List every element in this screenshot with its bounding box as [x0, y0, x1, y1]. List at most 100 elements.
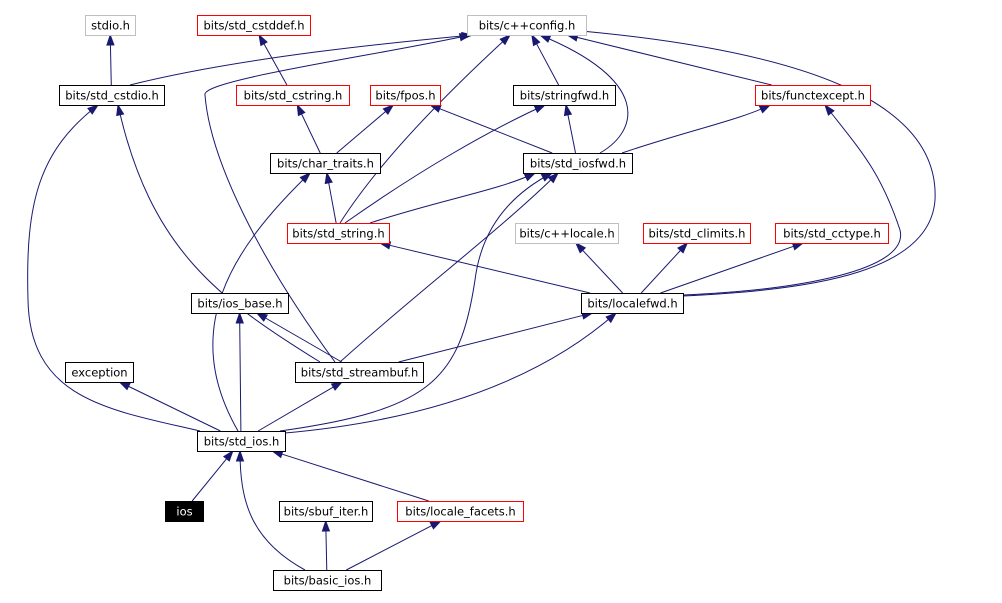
edge-std_iosfwd-to-functexcept-arrowhead	[758, 104, 772, 114]
node-box	[273, 570, 382, 591]
edge-basic_ios-to-locale_facets	[346, 525, 433, 571]
node-std-string[interactable]: bits/std_string.h	[287, 223, 390, 244]
node-box	[397, 501, 524, 522]
edge-std_string-to-stringfwd-arrowhead	[533, 104, 547, 114]
edge-std_streambuf-to-localefwd	[398, 314, 583, 363]
node-exception[interactable]: exception	[65, 362, 134, 383]
edge-std_ios-to-ios_base	[239, 322, 242, 432]
edge-basic_ios-to-sbuf_iter	[325, 530, 328, 571]
node-label: bits/std_ios.h	[204, 435, 280, 449]
node-label: bits/std_string.h	[292, 227, 384, 241]
node-stdio[interactable]: stdio.h	[85, 15, 136, 36]
node-locale-facets[interactable]: bits/locale_facets.h	[397, 501, 524, 522]
node-std-ios[interactable]: bits/std_ios.h	[197, 431, 286, 452]
node-label: stdio.h	[91, 19, 130, 33]
node-box	[191, 293, 289, 314]
node-label: ios	[176, 505, 192, 519]
node-label: bits/std_streambuf.h	[301, 366, 418, 380]
node-functexcept[interactable]: bits/functexcept.h	[755, 85, 871, 106]
node-box	[523, 153, 633, 174]
edge-ios-to-std_ios	[191, 458, 227, 502]
node-box	[370, 85, 441, 106]
nodes-layer: stdio.h bits/std_cstddef.h bits/c++config.…	[59, 15, 889, 591]
node-std-iosfwd[interactable]: bits/std_iosfwd.h	[523, 153, 633, 174]
edge-std_streambuf-to-std_iosfwd	[339, 172, 559, 363]
node-std-cstring[interactable]: bits/std_cstring.h	[236, 85, 350, 106]
edge-std_cstring-to-std_cstddef-arrowhead	[258, 33, 268, 47]
node-box	[270, 153, 381, 174]
node-fpos[interactable]: bits/fpos.h	[370, 85, 441, 106]
node-std-cstdio[interactable]: bits/std_cstdio.h	[59, 85, 165, 106]
edge-std_string-to-char_traits	[328, 182, 337, 224]
node-label: bits/c++config.h	[479, 19, 576, 33]
node-ios-base[interactable]: bits/ios_base.h	[191, 293, 289, 314]
node-box	[467, 15, 587, 36]
node-label: bits/std_cctype.h	[783, 227, 881, 241]
node-char-traits[interactable]: bits/char_traits.h	[270, 153, 381, 174]
node-box	[775, 223, 889, 244]
edge-std_cstdio-to-stdio	[109, 44, 112, 86]
node-box	[755, 85, 871, 106]
node-localefwd[interactable]: bits/localefwd.h	[581, 293, 684, 314]
node-std-cstddef[interactable]: bits/std_cstddef.h	[197, 15, 311, 36]
node-label: bits/std_cstring.h	[244, 89, 343, 103]
node-label: bits/locale_facets.h	[405, 505, 515, 519]
node-label: bits/std_cstddef.h	[203, 19, 304, 33]
edge-std_streambuf-to-ios_base	[265, 317, 342, 363]
node-label: bits/functexcept.h	[761, 89, 865, 103]
edge-basic_ios-to-std_ios-arrowhead	[235, 449, 245, 462]
node-label: bits/stringfwd.h	[520, 89, 609, 103]
edge-std_ios-to-exception	[128, 385, 221, 432]
node-box	[513, 85, 616, 106]
node-cpplocale[interactable]: bits/c++locale.h	[515, 223, 619, 244]
node-box	[165, 501, 204, 522]
node-box	[581, 293, 684, 314]
node-label: bits/std_iosfwd.h	[530, 157, 626, 171]
edge-std_cstring-to-std_cstddef	[263, 43, 288, 86]
edge-localefwd-to-cppconfig	[569, 29, 936, 297]
edge-std_iosfwd-to-cppconfig-arrowhead	[538, 34, 552, 43]
edge-std_ios-to-std_cstdio	[27, 104, 201, 432]
edge-basic_ios-to-sbuf_iter-arrowhead	[321, 519, 331, 532]
node-std-streambuf[interactable]: bits/std_streambuf.h	[295, 362, 424, 383]
node-label: bits/sbuf_iter.h	[284, 505, 369, 519]
node-box	[197, 431, 286, 452]
edge-std_ios-to-ios_base-arrowhead	[235, 311, 244, 324]
node-std-climits[interactable]: bits/std_climits.h	[643, 223, 751, 244]
node-ios[interactable]: ios	[165, 501, 204, 522]
edge-std_iosfwd-to-stringfwd	[567, 114, 577, 154]
node-label: bits/ios_base.h	[197, 297, 282, 311]
edge-basic_ios-to-std_ios	[239, 450, 306, 571]
node-stringfwd[interactable]: bits/stringfwd.h	[513, 85, 616, 106]
edge-localefwd-to-std_string	[389, 244, 591, 294]
node-label: bits/basic_ios.h	[284, 574, 372, 588]
node-basic-ios[interactable]: bits/basic_ios.h	[273, 570, 382, 591]
node-cppconfig[interactable]: bits/c++config.h	[467, 15, 587, 36]
edge-std_iosfwd-to-functexcept	[621, 104, 771, 154]
node-box	[236, 85, 350, 106]
edge-std_string-to-char_traits-arrowhead	[324, 171, 333, 185]
edge-std_string-to-cppconfig-arrowhead	[499, 33, 512, 46]
node-box	[59, 85, 165, 106]
edge-locale_facets-to-std_ios	[281, 453, 429, 502]
node-label: bits/localefwd.h	[587, 297, 677, 311]
node-box	[643, 223, 751, 244]
edge-localefwd-to-std_cctype	[660, 245, 794, 294]
edge-localefwd-to-cpplocale	[582, 249, 624, 294]
node-box	[295, 362, 424, 383]
node-sbuf-iter[interactable]: bits/sbuf_iter.h	[279, 501, 373, 522]
edge-std_iosfwd-to-fpos	[439, 108, 553, 154]
node-box	[287, 223, 390, 244]
edges-layer	[27, 26, 936, 571]
node-std-cctype[interactable]: bits/std_cctype.h	[775, 223, 889, 244]
edge-std_ios-to-localefwd	[284, 312, 617, 434]
edge-char_traits-to-std_cstring	[301, 113, 321, 154]
edge-std_iosfwd-to-cppconfig	[539, 34, 629, 154]
edge-std_ios-to-localefwd-arrowhead	[605, 311, 618, 324]
node-label: bits/std_climits.h	[649, 227, 746, 241]
edge-ios-to-std_ios-arrowhead	[222, 449, 234, 462]
edge-functexcept-to-cppconfig	[576, 36, 772, 86]
edge-std_string-to-stringfwd	[344, 104, 546, 224]
edge-std_streambuf-to-cppconfig	[204, 34, 471, 363]
